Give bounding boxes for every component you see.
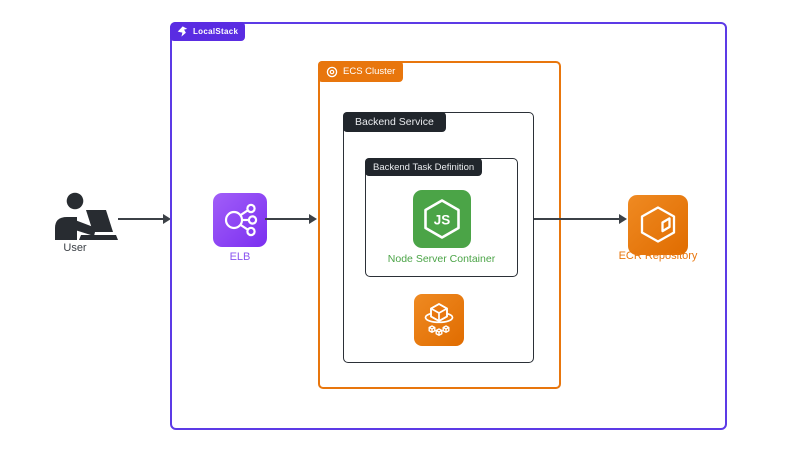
localstack-logo-icon bbox=[177, 26, 188, 37]
ecs-service-node bbox=[414, 294, 464, 346]
localstack-label: LocalStack bbox=[193, 27, 239, 36]
arrow-elb-to-ecs-cluster bbox=[265, 214, 317, 224]
elastic-load-balancer-icon bbox=[224, 203, 258, 237]
localstack-tab: LocalStack bbox=[170, 22, 246, 41]
arrow-user-to-localstack bbox=[118, 214, 171, 224]
backend-task-definition-label: Backend Task Definition bbox=[373, 161, 475, 173]
backend-service-tab: Backend Service bbox=[343, 112, 446, 132]
backend-service-label: Backend Service bbox=[355, 116, 434, 128]
ecs-cluster-ring-icon bbox=[326, 66, 338, 77]
ecs-cube-orbit-icon bbox=[424, 303, 454, 336]
ecr-repository-label: ECR Repository bbox=[618, 250, 698, 262]
node-server-container-node: JS bbox=[413, 190, 471, 248]
ecs-cluster-tab: ECS Cluster bbox=[318, 61, 404, 82]
elb-label: ELB bbox=[229, 251, 251, 263]
ecs-cluster-label: ECS Cluster bbox=[343, 66, 396, 77]
ecr-repository-cube-icon bbox=[640, 206, 676, 243]
ecr-repository-node bbox=[628, 195, 688, 255]
localstack-boundary-box bbox=[170, 22, 727, 430]
backend-task-definition-tab: Backend Task Definition bbox=[365, 158, 483, 176]
elb-node bbox=[213, 193, 267, 247]
nodejs-hexagon-icon: JS bbox=[424, 199, 460, 239]
arrow-backend-service-to-ecr bbox=[534, 214, 627, 224]
nodejs-js-letters: JS bbox=[434, 213, 451, 228]
ecs-cluster-box bbox=[318, 61, 561, 389]
node-server-container-label: Node Server Container bbox=[387, 253, 496, 265]
user-label: User bbox=[63, 242, 87, 254]
user-at-laptop-icon bbox=[55, 192, 118, 240]
